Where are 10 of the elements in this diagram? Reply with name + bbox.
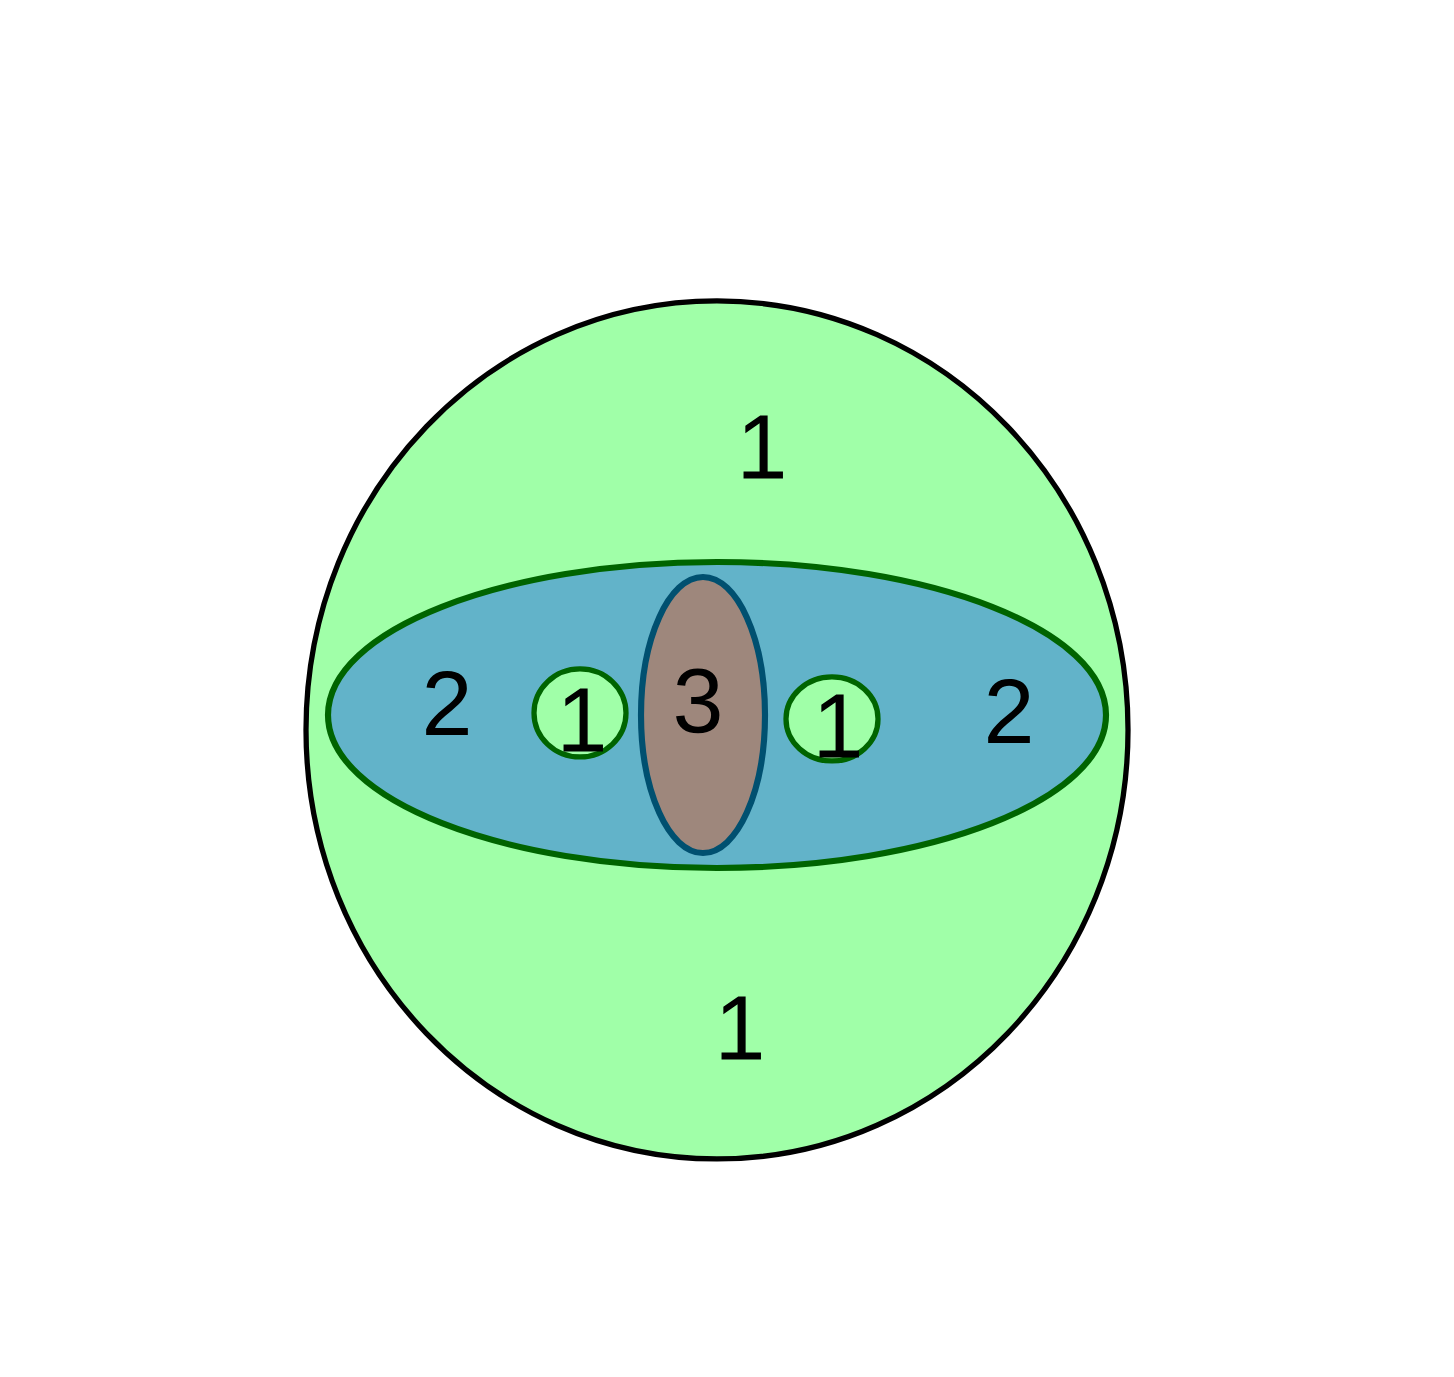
inner-ellipse xyxy=(637,573,769,857)
region-number: 1 xyxy=(721,996,761,1060)
small-circle xyxy=(531,666,629,760)
region-number: 3 xyxy=(676,668,720,734)
region-number: 1 xyxy=(563,688,603,752)
region-number: 1 xyxy=(743,415,783,479)
region-number: 2 xyxy=(426,671,468,735)
region-number: 1 xyxy=(819,694,859,758)
region-number: 2 xyxy=(988,679,1030,743)
small-circle xyxy=(783,674,881,764)
